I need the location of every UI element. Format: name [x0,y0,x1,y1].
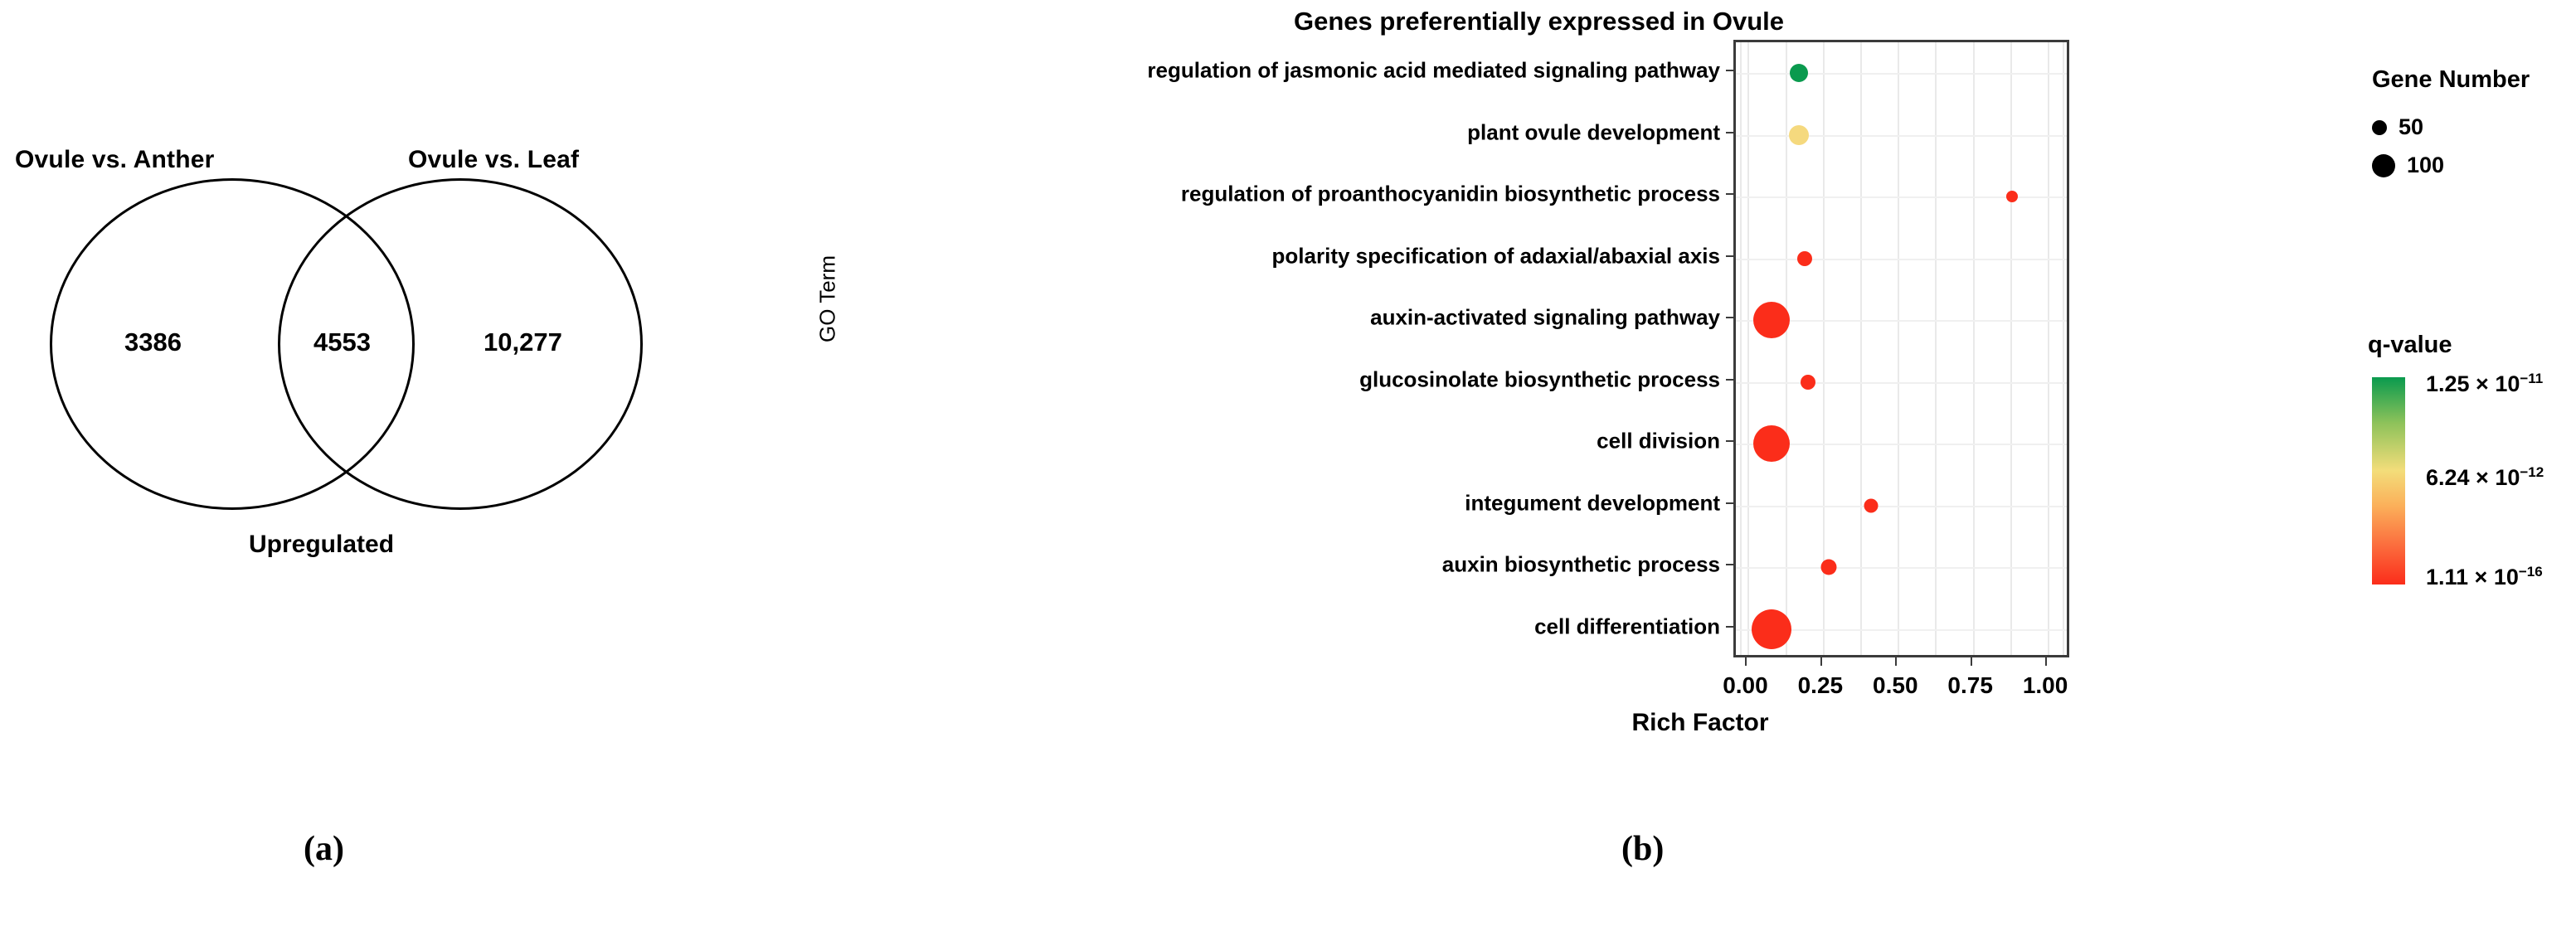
gridline-vertical [1935,42,1937,655]
y-axis-tick [1726,255,1733,257]
gene-number-legend-item: 50 [2372,114,2423,140]
gridline-vertical [1860,42,1863,655]
gridline-vertical [1785,42,1787,655]
gene-number-legend-dot [2372,119,2387,135]
gene-number-legend-item: 100 [2372,153,2444,178]
y-axis-tick [1726,378,1733,381]
bubble-point[interactable] [1797,250,1813,266]
x-axis-tick [1745,657,1747,666]
gridline-vertical [1898,42,1900,655]
go-term-label: auxin-activated signaling pathway [1370,304,1720,330]
go-term-label: auxin biosynthetic process [1441,551,1720,577]
gridline-horizontal [1736,73,2067,75]
y-axis-tick [1726,502,1733,504]
gridline-vertical [1972,42,1975,655]
go-term-label: polarity specification of adaxial/abaxia… [1271,243,1720,269]
panel-b-label: (b) [1621,830,1665,868]
go-term-label: glucosinolate biosynthetic process [1359,366,1720,392]
q-value-label-mid: 6.24 × 10−12 [2426,464,2544,490]
plot-title: Genes preferentially expressed in Ovule [1294,7,1784,36]
panel-b-bubble-plot: Genes preferentially expressed in Ovule … [780,0,2576,941]
gridline-vertical [1747,42,1750,655]
y-axis-tick [1726,193,1733,196]
q-value-label-bottom: 1.11 × 10−16 [2426,564,2543,589]
venn-right-only-count: 10,277 [484,327,562,357]
bubble-point[interactable] [2005,191,2018,203]
gridline-horizontal [1736,320,2067,323]
venn-right-set-label: Ovule vs. Leaf [408,146,580,173]
gridline-horizontal [1736,628,2067,631]
gene-number-legend-label: 50 [2399,114,2424,139]
bubble-point[interactable] [1800,374,1815,390]
venn-left-only-count: 3386 [124,327,182,357]
y-axis-tick [1726,317,1733,319]
y-axis-tick [1726,625,1733,628]
bubble-point[interactable] [1753,425,1791,463]
bubble-point[interactable] [1820,559,1837,575]
y-axis-tick [1726,440,1733,443]
y-axis-tick [1726,70,1733,72]
x-axis-tick-label: 0.75 [1947,672,1993,698]
y-axis-title: GO Term [814,255,840,342]
gridline-vertical [2048,42,2050,655]
gridline-horizontal [1736,134,2067,137]
y-axis-tick [1726,564,1733,566]
go-term-label: cell differentiation [1534,614,1720,639]
plot-area [1733,40,2069,657]
go-term-label: regulation of jasmonic acid mediated sig… [1147,57,1720,83]
x-axis-tick [1895,657,1898,666]
gridline-horizontal [1736,258,2067,260]
q-value-legend-title: q-value [2368,332,2452,358]
gene-number-legend-label: 100 [2407,153,2445,177]
x-axis-tick [2045,657,2048,666]
bubble-point[interactable] [1789,64,1808,83]
gridline-horizontal [1736,381,2067,384]
panel-a-venn: Ovule vs. Anther Ovule vs. Leaf 3386 455… [0,0,829,941]
gridline-vertical [1822,42,1825,655]
gridline-horizontal [1736,567,2067,570]
y-axis-tick [1726,131,1733,133]
gridline-vertical [1740,42,1742,655]
venn-intersection-count: 4553 [313,327,371,357]
exponent: −16 [2518,564,2543,580]
x-axis-tick-label: 0.25 [1797,672,1844,698]
exponent: −11 [2520,371,2544,386]
x-axis-tick [1970,657,1972,666]
venn-circle-right [278,178,643,510]
q-value-label-top: 1.25 × 10−11 [2426,371,2544,396]
x-axis-tick-label: 0.00 [1723,672,1768,698]
go-term-label: plant ovule development [1467,119,1720,145]
panel-a-label: (a) [304,830,344,868]
x-axis-tick-label: 0.50 [1873,672,1918,698]
q-value-colorbar [2372,377,2405,584]
go-term-label: integument development [1465,490,1720,516]
venn-caption: Upregulated [249,531,395,558]
gridline-vertical [2010,42,2012,655]
gene-number-legend-title: Gene Number [2372,66,2530,93]
gridline-horizontal [1736,505,2067,507]
x-axis-tick [1820,657,1822,666]
bubble-point[interactable] [1864,498,1879,513]
gridline-horizontal [1736,444,2067,446]
bubble-point[interactable] [1788,124,1809,145]
bubble-point[interactable] [1752,609,1792,649]
bubble-point[interactable] [1753,302,1791,339]
gridline-horizontal [1736,196,2067,199]
x-axis-title: Rich Factor [1631,709,1769,736]
x-axis-tick-label: 1.00 [2022,672,2068,698]
go-term-label: cell division [1597,428,1720,454]
exponent: −12 [2520,464,2544,480]
venn-left-set-label: Ovule vs. Anther [15,146,215,173]
go-term-label: regulation of proanthocyanidin biosynthe… [1180,181,1720,206]
gridline-vertical [2063,42,2065,655]
gene-number-legend-dot [2372,153,2395,177]
